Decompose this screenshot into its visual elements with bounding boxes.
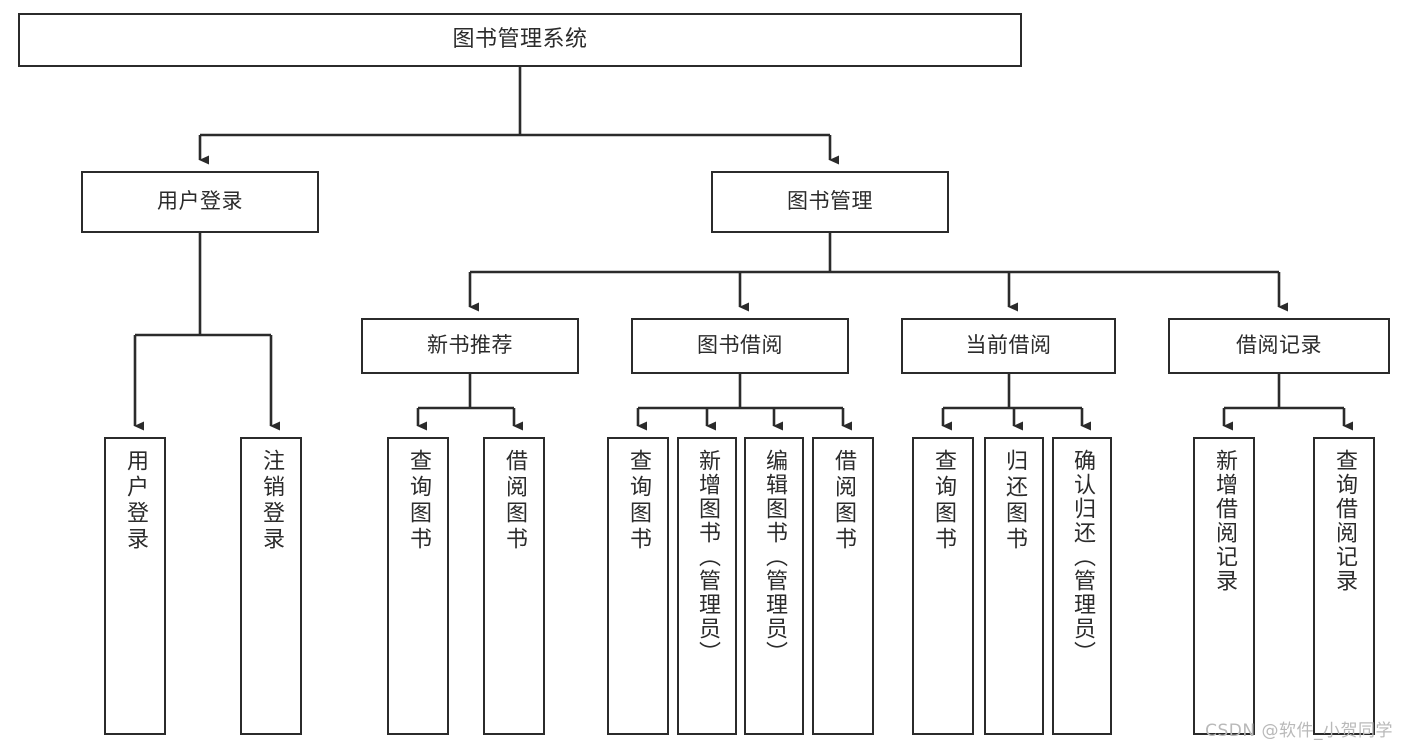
- node-book-manage[interactable]: 图书管理: [711, 171, 949, 233]
- node-current-borrow[interactable]: 当前借阅: [901, 318, 1116, 374]
- node-leaf-confirm-return[interactable]: 确认归还（管理员）: [1052, 437, 1112, 735]
- node-book-borrow[interactable]: 图书借阅: [631, 318, 849, 374]
- node-leaf-user-logout-label: 注销登录: [259, 449, 284, 553]
- node-user-login-label: 用户登录: [157, 189, 243, 214]
- node-leaf-query-record[interactable]: 查询借阅记录: [1313, 437, 1375, 735]
- node-leaf-edit-book[interactable]: 编辑图书（管理员）: [744, 437, 804, 735]
- node-root[interactable]: 图书管理系统: [18, 13, 1022, 67]
- node-leaf-query-book-3-label: 查询图书: [931, 449, 956, 553]
- node-current-borrow-label: 当前借阅: [965, 333, 1052, 358]
- node-leaf-add-record-label: 新增借阅记录: [1212, 449, 1237, 593]
- node-new-book-rec-label: 新书推荐: [427, 333, 513, 358]
- node-leaf-query-book-3[interactable]: 查询图书: [912, 437, 974, 735]
- node-book-borrow-label: 图书借阅: [697, 333, 783, 358]
- node-leaf-add-book-label: 新增图书（管理员）: [695, 449, 720, 665]
- node-leaf-confirm-return-label: 确认归还（管理员）: [1070, 449, 1095, 665]
- node-borrow-record-label: 借阅记录: [1236, 333, 1322, 358]
- node-leaf-return-book[interactable]: 归还图书: [984, 437, 1044, 735]
- node-leaf-return-book-label: 归还图书: [1002, 449, 1027, 553]
- node-leaf-user-logout[interactable]: 注销登录: [240, 437, 302, 735]
- node-borrow-record[interactable]: 借阅记录: [1168, 318, 1390, 374]
- node-leaf-query-book-2[interactable]: 查询图书: [607, 437, 669, 735]
- node-leaf-add-record[interactable]: 新增借阅记录: [1193, 437, 1255, 735]
- node-user-login[interactable]: 用户登录: [81, 171, 319, 233]
- node-leaf-add-book[interactable]: 新增图书（管理员）: [677, 437, 737, 735]
- node-leaf-borrow-book-2-label: 借阅图书: [831, 449, 856, 553]
- node-leaf-query-book-2-label: 查询图书: [626, 449, 651, 553]
- node-leaf-borrow-book-2[interactable]: 借阅图书: [812, 437, 874, 735]
- node-leaf-user-login-label: 用户登录: [123, 449, 148, 553]
- node-leaf-user-login[interactable]: 用户登录: [104, 437, 166, 735]
- node-new-book-rec[interactable]: 新书推荐: [361, 318, 579, 374]
- node-leaf-edit-book-label: 编辑图书（管理员）: [762, 449, 787, 665]
- node-leaf-query-record-label: 查询借阅记录: [1332, 449, 1357, 593]
- node-book-manage-label: 图书管理: [787, 189, 873, 214]
- node-leaf-query-book-1-label: 查询图书: [406, 449, 431, 553]
- node-leaf-borrow-book-1[interactable]: 借阅图书: [483, 437, 545, 735]
- node-leaf-borrow-book-1-label: 借阅图书: [502, 449, 527, 553]
- node-leaf-query-book-1[interactable]: 查询图书: [387, 437, 449, 735]
- node-root-label: 图书管理系统: [452, 26, 588, 52]
